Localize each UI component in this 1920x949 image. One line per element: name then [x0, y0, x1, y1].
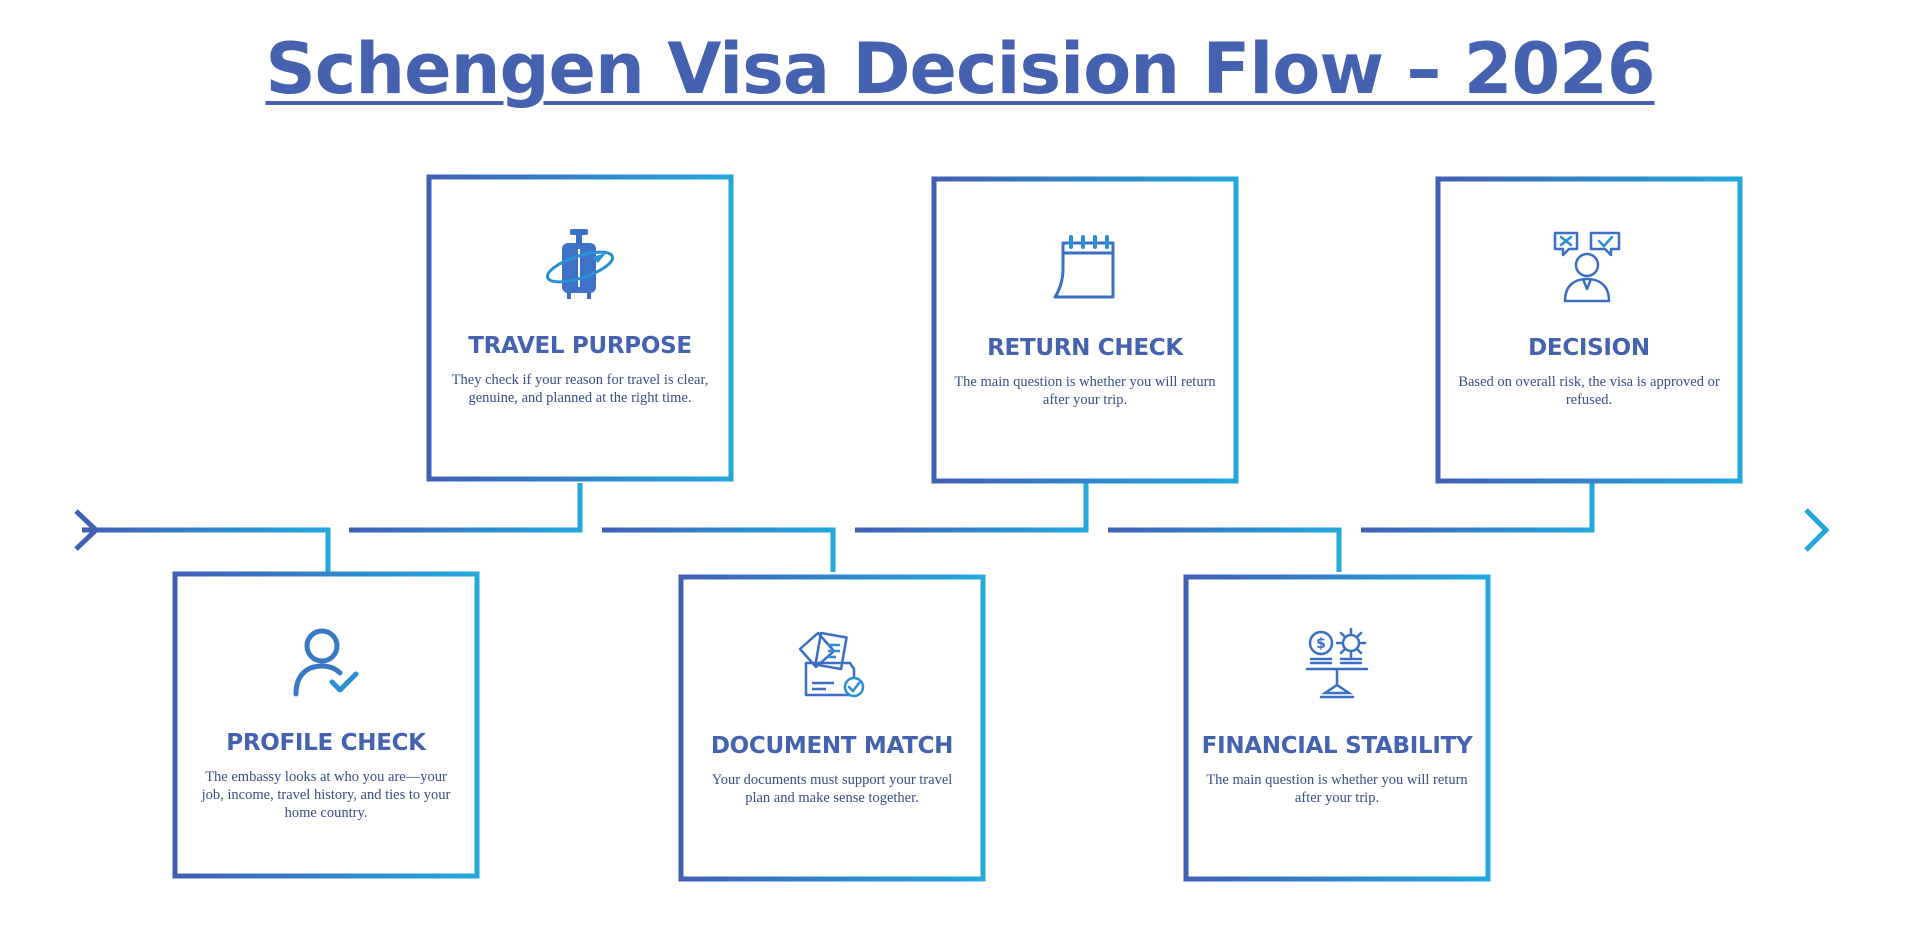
step-heading: PROFILE CHECK: [226, 730, 426, 756]
profile-check-card: PROFILE CHECK The embassy looks at who y…: [173, 572, 479, 878]
luggage-plane-icon: [427, 227, 733, 303]
balance-scale-icon: $: [1184, 627, 1490, 703]
decision-card: DECISION Based on overall risk, the visa…: [1436, 177, 1742, 483]
timeline-end-arrowhead: [1804, 508, 1830, 552]
step-heading: DOCUMENT MATCH: [710, 733, 954, 759]
step-heading: RETURN CHECK: [987, 335, 1183, 361]
profile-check-card-border: [172, 571, 480, 879]
calendar-icon: [932, 229, 1238, 305]
return-check-card-border: [931, 176, 1239, 484]
person-check-icon: [173, 624, 479, 700]
financial-stability-card: $ FINANCIAL STABILITY The main question …: [1184, 575, 1490, 881]
step-description: The main question is whether you will re…: [954, 374, 1216, 408]
document-match-card: DOCUMENT MATCH Your documents must suppo…: [679, 575, 985, 881]
financial-stability-card-border: [1183, 574, 1491, 882]
travel-purpose-card: TRAVEL PURPOSE They check if your reason…: [427, 175, 733, 481]
decision-card-border: [1435, 176, 1743, 484]
step-description: They check if your reason for travel is …: [451, 372, 709, 406]
documents-folder-icon: [679, 627, 985, 703]
step-description: The embassy looks at who you are—your jo…: [201, 769, 451, 821]
document-match-card-border: [678, 574, 986, 882]
timeline-segments: [82, 483, 1822, 572]
step-description: Based on overall risk, the visa is appro…: [1458, 374, 1720, 408]
step-description: The main question is whether you will re…: [1206, 772, 1468, 806]
step-description: Your documents must support your travel …: [711, 772, 953, 806]
step-heading: TRAVEL PURPOSE: [468, 333, 692, 359]
step-heading: FINANCIAL STABILITY: [1201, 733, 1473, 759]
page-title: Schengen Visa Decision Flow – 2026: [265, 28, 1655, 110]
travel-purpose-card-border: [426, 174, 734, 482]
step-heading: DECISION: [1528, 335, 1650, 361]
officer-decision-icon: [1436, 229, 1742, 305]
return-check-card: RETURN CHECK The main question is whethe…: [932, 177, 1238, 483]
svg-text:$: $: [1316, 636, 1326, 652]
